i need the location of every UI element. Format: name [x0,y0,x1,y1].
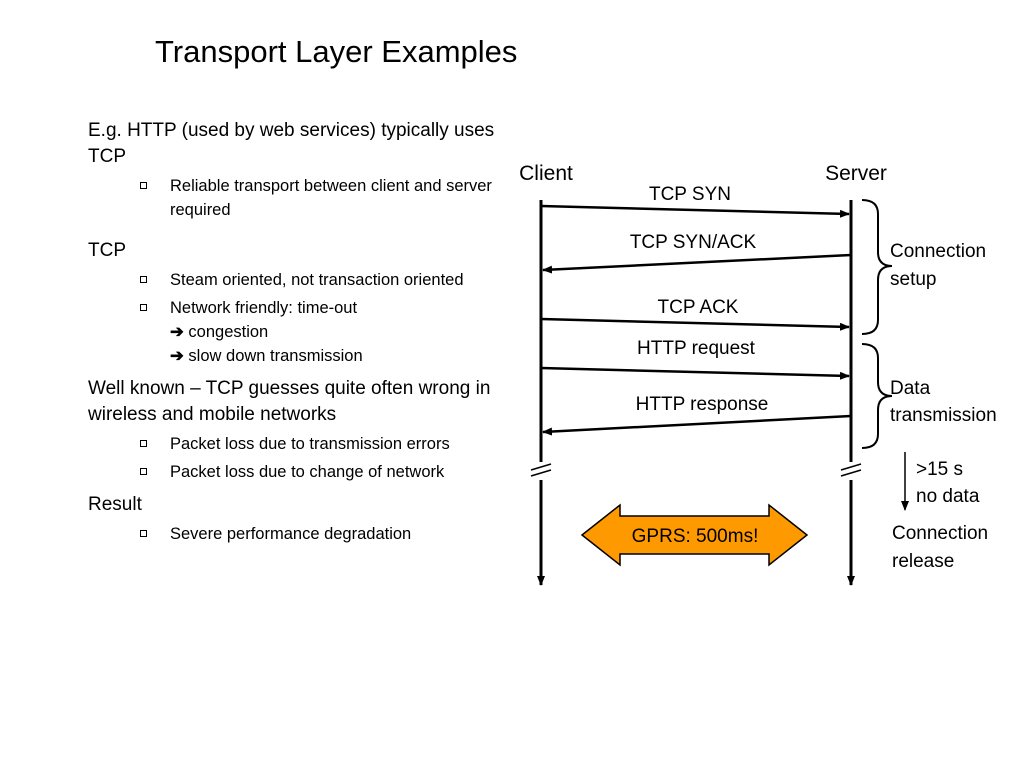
bullet-heading-http: E.g. HTTP (used by web services) typical… [88,120,495,167]
bullet-heading-well-known: Well known – TCP guesses quite often wro… [88,378,491,425]
phase-label-data-line1: Data [890,378,931,399]
checkbox-bullet-icon [140,440,147,447]
subline-slow-down: ➔ slow down transmission [170,347,363,365]
phase-label-release-line2: release [892,551,954,572]
timeout-label-line2: no data [916,486,980,507]
message-arrow-tcp-syn [540,204,850,218]
right-arrow-icon: ➔ [170,347,184,365]
server-label: Server [825,162,887,185]
phase-label-data-line2: transmission [890,405,997,426]
message-label-tcp-syn-ack: TCP SYN/ACK [630,232,757,253]
message-arrow-tcp-syn-ack [542,253,852,274]
right-arrow-icon: ➔ [170,323,184,341]
subline-congestion: ➔ congestion [170,323,269,341]
gprs-double-arrow [580,503,809,567]
sub-bullet-transmission-errors: Packet loss due to transmission errors [88,432,508,456]
checkbox-bullet-icon [140,276,147,283]
message-arrow-http-request [540,366,850,380]
checkbox-bullet-icon [140,304,147,311]
phase-label-setup-line1: Connection [890,241,986,262]
page-title: Transport Layer Examples [155,34,518,69]
sub-bullet-reliable-transport: Reliable transport between client and se… [88,174,508,222]
message-arrow-tcp-ack [540,317,850,331]
message-arrow-http-response [542,414,852,436]
checkbox-bullet-icon [140,468,147,475]
sub-bullet-change-of-network: Packet loss due to change of network [88,460,508,484]
message-label-http-request: HTTP request [637,338,756,359]
connection-setup-brace [861,199,893,335]
checkbox-bullet-icon [140,182,147,189]
message-label-tcp-ack: TCP ACK [658,297,739,318]
message-label-http-response: HTTP response [636,394,769,415]
sub-bullet-stream-oriented: Steam oriented, not transaction oriented [88,268,508,292]
bullet-heading-result: Result [88,494,142,515]
data-transmission-brace [861,343,893,449]
phase-label-setup-line2: setup [890,269,936,290]
server-break-mark [840,463,862,477]
bullet-list: E.g. HTTP (used by web services) typical… [88,118,508,546]
message-label-tcp-syn: TCP SYN [649,184,731,205]
bullet-heading-tcp: TCP [88,240,126,261]
timeout-label-line1: >15 s [916,459,963,480]
phase-label-release-line1: Connection [892,523,988,544]
sub-bullet-network-friendly: Network friendly: time-out ➔ congestion … [88,296,508,368]
client-break-mark [530,463,552,477]
gprs-label: GPRS: 500ms! [632,526,759,547]
sub-bullet-performance-degradation: Severe performance degradation [88,522,508,546]
checkbox-bullet-icon [140,530,147,537]
client-label: Client [519,162,573,185]
